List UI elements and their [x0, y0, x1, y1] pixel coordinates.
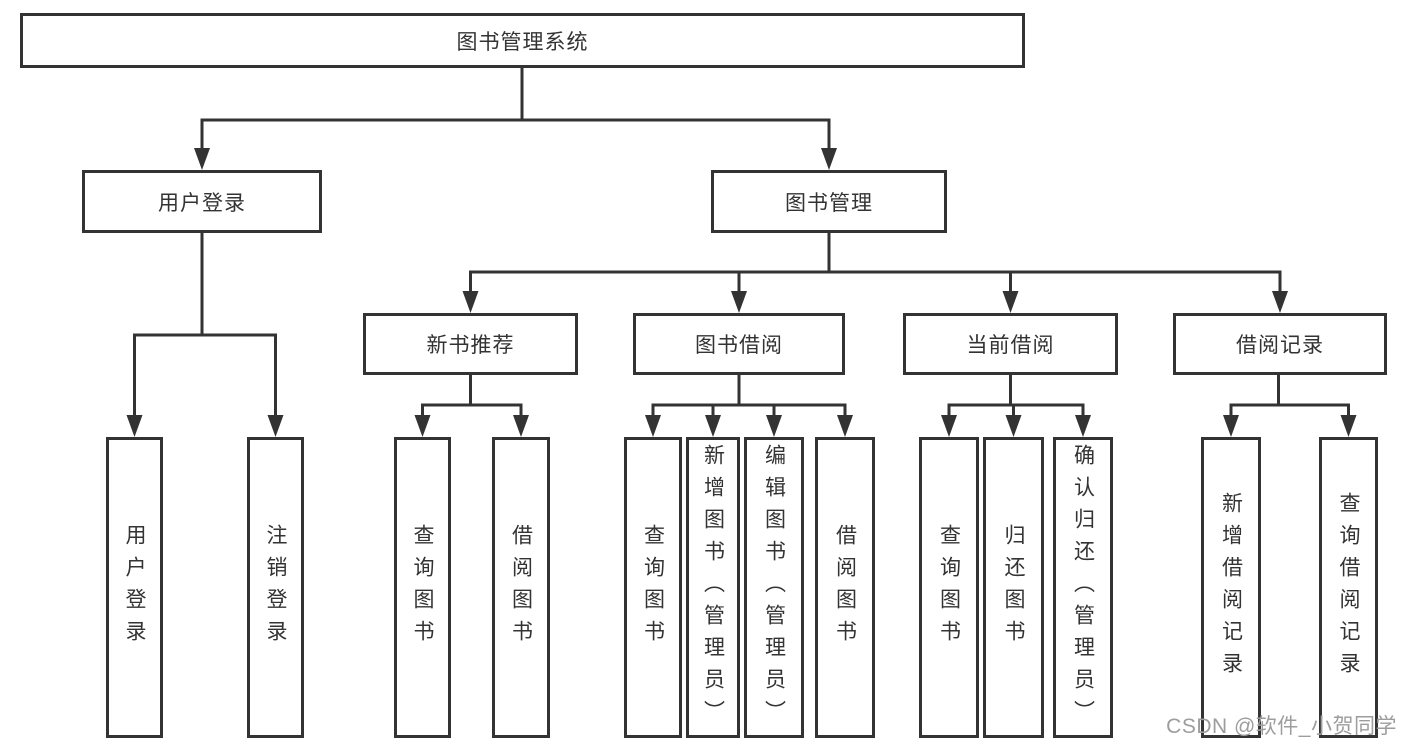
leaf-label: 确认归还（管理员） [1071, 443, 1095, 732]
connector-book-management-children [469, 231, 1282, 294]
leaf-query-borrow-record: 查询借阅记录 [1319, 437, 1378, 738]
leaf-confirm-return-admin: 确认归还（管理员） [1053, 437, 1113, 738]
leaf-label: 查询图书 [411, 523, 434, 652]
connector-current-borrowing-children [947, 373, 1085, 418]
leaf-user-login: 用户登录 [106, 437, 163, 738]
connector-new-book-recommendation-children [421, 373, 523, 418]
node-current-borrowing: 当前借阅 [903, 313, 1118, 375]
leaf-label: 借阅图书 [833, 523, 857, 652]
node-book-management: 图书管理 [711, 170, 947, 233]
connector-root-to-level2 [200, 66, 831, 152]
leaf-label: 用户登录 [123, 523, 146, 652]
leaf-add-borrow-record: 新增借阅记录 [1201, 437, 1261, 738]
leaf-logout-login: 注销登录 [247, 437, 304, 738]
connector-lines [133, 66, 1350, 418]
node-new-book-recommendation: 新书推荐 [363, 313, 578, 375]
leaf-label: 归还图书 [1002, 523, 1025, 652]
leaf-label: 查询图书 [641, 523, 665, 652]
leaf-label: 新增借阅记录 [1219, 491, 1243, 684]
leaf-borrow-books-recommendation: 借阅图书 [492, 437, 550, 738]
leaf-label: 查询图书 [937, 523, 961, 652]
leaf-label: 借阅图书 [509, 523, 533, 652]
node-borrowing-records: 借阅记录 [1173, 313, 1387, 375]
leaf-label: 注销登录 [264, 523, 287, 652]
leaf-label: 编辑图书（管理员） [762, 443, 786, 732]
arrowhead-icons [126, 148, 1357, 437]
node-user-login: 用户登录 [82, 170, 322, 233]
leaf-edit-books-admin: 编辑图书（管理员） [744, 437, 804, 738]
leaf-label: 查询借阅记录 [1337, 491, 1360, 684]
connector-borrowing-records-children [1229, 373, 1350, 418]
leaf-query-books-current: 查询图书 [919, 437, 979, 738]
watermark: CSDN @软件_小贺同学 [1166, 715, 1397, 738]
leaf-query-books-borrowing: 查询图书 [624, 437, 682, 738]
node-library-management-system: 图书管理系统 [20, 13, 1025, 68]
leaf-add-books-admin: 新增图书（管理员） [686, 437, 740, 738]
leaf-return-books: 归还图书 [983, 437, 1044, 738]
node-book-borrowing: 图书借阅 [633, 313, 845, 375]
connector-user-login-children [133, 231, 277, 418]
leaf-label: 新增图书（管理员） [701, 443, 725, 732]
leaf-borrow-books-borrowing: 借阅图书 [815, 437, 875, 738]
leaf-query-books-recommendation: 查询图书 [394, 437, 451, 738]
connector-book-borrowing-children [651, 373, 847, 418]
